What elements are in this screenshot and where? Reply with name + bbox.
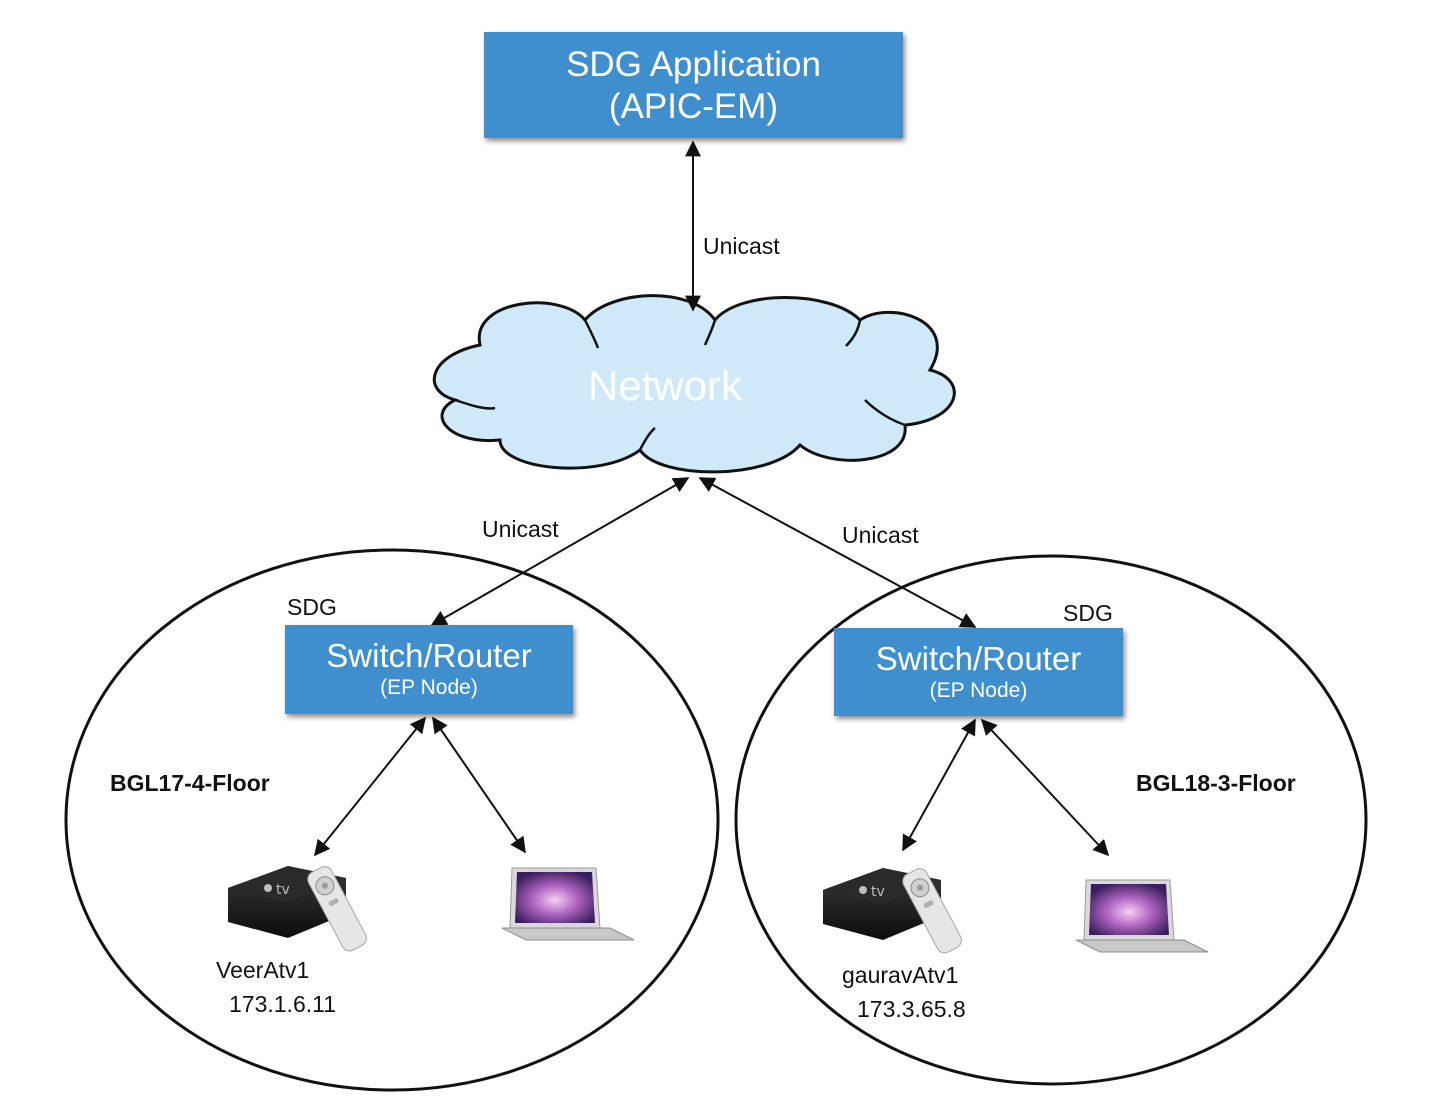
laptop-icon bbox=[501, 867, 635, 941]
link-network-left-switch bbox=[430, 477, 690, 626]
remote-icon bbox=[902, 868, 962, 954]
laptop-icon bbox=[1075, 879, 1209, 953]
svg-text:tv: tv bbox=[871, 884, 885, 900]
switch-subtitle-right: (EP Node) bbox=[929, 679, 1028, 702]
floor-label-right: BGL18-3-Floor bbox=[1136, 770, 1296, 796]
link-right-switch-laptop bbox=[980, 718, 1110, 857]
sdg-tag-right: SDG bbox=[1063, 600, 1113, 626]
device-name-left: VeerAtv1 bbox=[216, 957, 310, 983]
switch-subtitle-left: (EP Node) bbox=[380, 676, 478, 699]
site-right-boundary bbox=[734, 554, 1368, 1086]
site-left-boundary bbox=[64, 548, 720, 1092]
floor-label-left: BGL17-4-Floor bbox=[110, 770, 270, 796]
device-name-right: gauravAtv1 bbox=[842, 962, 959, 988]
device-ip-left: 173.1.6.11 bbox=[229, 991, 337, 1017]
remote-icon bbox=[307, 866, 367, 952]
app-box-subtitle: (APIC-EM) bbox=[608, 87, 779, 126]
switch-router-box-right: Switch/Router (EP Node) bbox=[834, 628, 1123, 716]
link-left-switch-laptop bbox=[432, 716, 526, 854]
app-box-title: SDG Application bbox=[566, 45, 821, 84]
switch-router-box-left: Switch/Router (EP Node) bbox=[285, 625, 573, 714]
link-network-right-switch bbox=[698, 477, 977, 628]
network-label: Network bbox=[588, 362, 743, 409]
device-ip-right: 173.3.65.8 bbox=[857, 996, 966, 1022]
switch-title-left: Switch/Router bbox=[326, 637, 532, 674]
network-cloud-icon bbox=[432, 294, 956, 474]
svg-text:tv: tv bbox=[276, 882, 290, 898]
switch-title-right: Switch/Router bbox=[875, 640, 1082, 677]
link-left-switch-atv bbox=[313, 716, 427, 857]
unicast-label-right: Unicast bbox=[842, 522, 919, 548]
link-right-switch-atv bbox=[902, 718, 976, 852]
unicast-label-top: Unicast bbox=[703, 233, 780, 259]
sdg-application-box: SDG Application (APIC-EM) bbox=[484, 32, 903, 138]
unicast-label-left: Unicast bbox=[482, 516, 559, 542]
sdg-tag-left: SDG bbox=[287, 594, 337, 620]
